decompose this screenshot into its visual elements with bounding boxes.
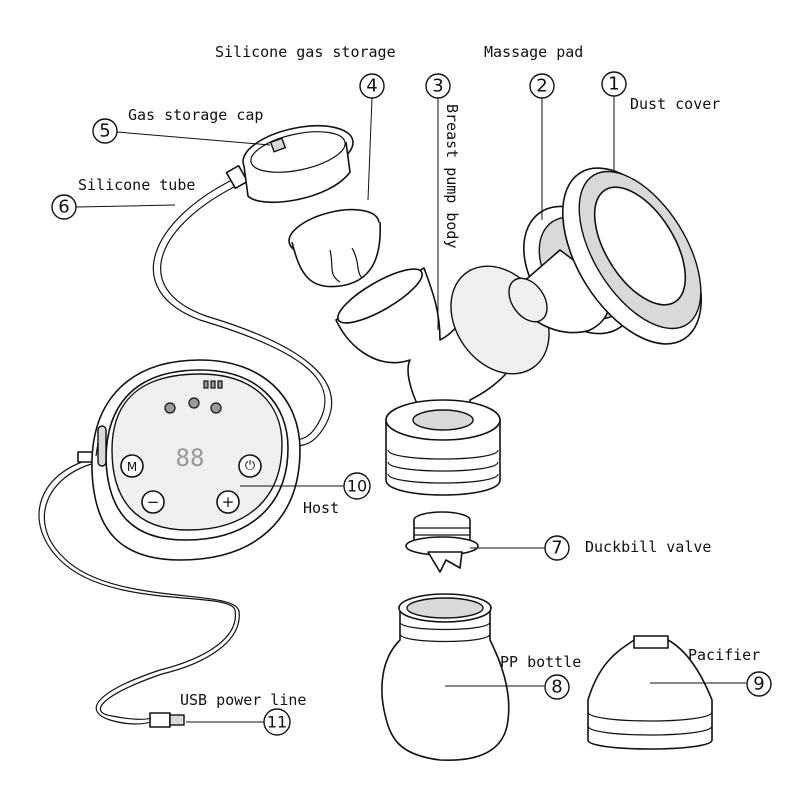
gas-storage-cap-icon (242, 124, 354, 204)
callout-1-number: 1 (608, 74, 619, 95)
pp-bottle-icon (381, 593, 510, 761)
usb-cable-icon (38, 451, 240, 728)
mode-button[interactable] (120, 454, 144, 478)
digital-display: 88 (176, 444, 205, 472)
callout-10: 10 (343, 472, 371, 500)
minus-button[interactable] (141, 490, 165, 514)
plus-button-label: + (222, 493, 235, 511)
callout-3: 3 (425, 73, 451, 99)
callout-6-number: 6 (58, 197, 69, 218)
power-button-label: ⏻ (245, 459, 255, 474)
pacifier-icon (587, 635, 713, 750)
host-device-icon: M ⏻ − + 88 (91, 359, 301, 561)
callout-11-number: 11 (267, 713, 287, 732)
label-gas-storage-cap: Gas storage cap (128, 106, 263, 124)
callout-4-number: 4 (366, 76, 377, 97)
label-silicone-gas-storage: Silicone gas storage (215, 43, 396, 61)
silicone-tube-icon (152, 164, 333, 447)
minus-button-label: − (147, 493, 160, 511)
label-silicone-tube: Silicone tube (78, 176, 195, 194)
dust-cover-icon (561, 167, 703, 345)
mode-button-label: M (127, 460, 137, 474)
label-pacifier: Pacifier (688, 646, 760, 664)
callout-1: 1 (601, 71, 627, 97)
power-button[interactable] (238, 454, 262, 478)
label-pp-bottle: PP bottle (500, 653, 581, 671)
callout-6: 6 (51, 194, 77, 220)
label-duckbill-valve: Duckbill valve (585, 538, 711, 556)
plus-button[interactable] (216, 490, 240, 514)
callout-11: 11 (263, 708, 291, 736)
label-host: Host (303, 499, 339, 517)
leader-lines (75, 95, 746, 723)
callout-7: 7 (544, 535, 570, 561)
label-usb-power-line: USB power line (180, 691, 306, 709)
silicone-gas-storage-icon (288, 208, 381, 288)
breast-pump-body-icon (335, 265, 550, 496)
duckbill-valve-icon (405, 511, 479, 573)
label-massage-pad: Massage pad (484, 43, 583, 61)
callout-9: 9 (746, 671, 772, 697)
callout-8: 8 (544, 674, 570, 700)
callout-5: 5 (92, 118, 118, 144)
label-dust-cover: Dust cover (630, 95, 720, 113)
callout-10-number: 10 (347, 477, 367, 496)
callout-3-number: 3 (432, 76, 443, 97)
callout-2-number: 2 (536, 76, 547, 97)
callout-5-number: 5 (99, 121, 110, 142)
callout-2: 2 (529, 73, 555, 99)
label-breast-pump-body: Breast pump body (443, 104, 461, 249)
callout-9-number: 9 (753, 674, 764, 695)
callout-8-number: 8 (551, 677, 562, 698)
callout-4: 4 (359, 73, 385, 99)
callout-7-number: 7 (551, 538, 562, 559)
